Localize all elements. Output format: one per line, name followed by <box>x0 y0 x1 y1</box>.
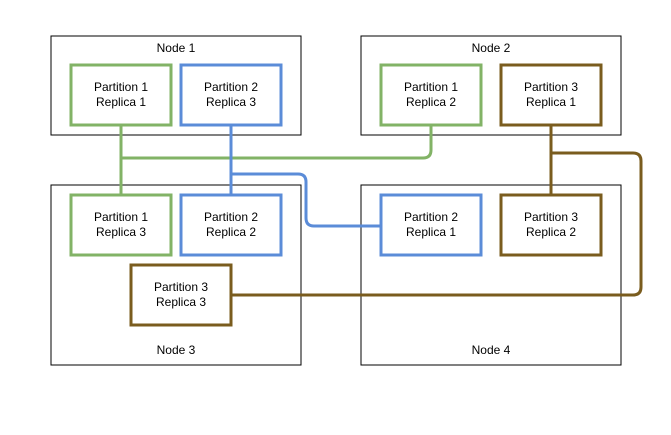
partition-label: Partition 2 <box>204 80 258 94</box>
replica-label: Replica 1 <box>406 225 456 239</box>
replica-label: Replica 1 <box>526 95 576 109</box>
partition-box <box>379 193 483 257</box>
partition-3-connector <box>231 125 643 297</box>
partition-box <box>379 63 483 127</box>
partition-box <box>499 63 603 127</box>
partition-2-replica-3-box: Partition 2 Replica 3 <box>179 63 283 127</box>
replica-label: Replica 2 <box>406 95 456 109</box>
replica-label: Replica 3 <box>206 95 256 109</box>
partition-2-replica-2-box: Partition 2 Replica 2 <box>179 193 283 257</box>
partition-box <box>129 263 233 327</box>
node-3-label: Node 3 <box>157 343 196 357</box>
partition-1-replica-2-box: Partition 1 Replica 2 <box>379 63 483 127</box>
node-1-label: Node 1 <box>157 41 196 55</box>
node-2-label: Node 2 <box>472 41 511 55</box>
replica-label: Replica 2 <box>206 225 256 239</box>
partition-2-connector <box>229 125 381 228</box>
node-4-label: Node 4 <box>472 343 511 357</box>
partition-3-replica-1-box: Partition 3 Replica 1 <box>499 63 603 127</box>
partition-box <box>69 63 173 127</box>
partition-1-replica-1-box: Partition 1 Replica 1 <box>69 63 173 127</box>
replica-label: Replica 3 <box>96 225 146 239</box>
partition-label: Partition 3 <box>524 80 578 94</box>
partition-box <box>499 193 603 257</box>
partition-box <box>69 193 173 257</box>
partition-box <box>179 63 283 127</box>
partition-box <box>179 193 283 257</box>
replica-label: Replica 2 <box>526 225 576 239</box>
partition-label: Partition 2 <box>204 210 258 224</box>
partition-3-replica-2-box: Partition 3 Replica 2 <box>499 193 603 257</box>
replica-label: Replica 3 <box>156 295 206 309</box>
replica-label: Replica 1 <box>96 95 146 109</box>
partition-label: Partition 2 <box>404 210 458 224</box>
partition-label: Partition 1 <box>94 80 148 94</box>
partition-label: Partition 1 <box>404 80 458 94</box>
partition-1-connector <box>119 125 433 195</box>
connectors <box>119 125 643 297</box>
partition-label: Partition 3 <box>154 280 208 294</box>
partition-label: Partition 1 <box>94 210 148 224</box>
partition-1-replica-3-box: Partition 1 Replica 3 <box>69 193 173 257</box>
partition-2-replica-1-box: Partition 2 Replica 1 <box>379 193 483 257</box>
partition-3-replica-3-box: Partition 3 Replica 3 <box>129 263 233 327</box>
partition-label: Partition 3 <box>524 210 578 224</box>
